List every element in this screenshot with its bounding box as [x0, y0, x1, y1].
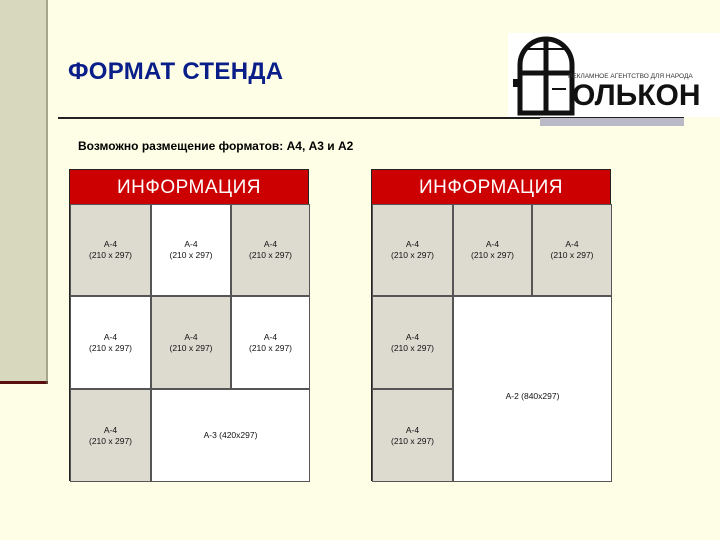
vertical-divider: [46, 0, 48, 384]
slot-size: (210 х 297): [249, 250, 292, 260]
slot-label: А-4: [405, 331, 420, 342]
stand-right: ИНФОРМАЦИЯ А-4 (210 х 297) А-4 (210 х 29…: [371, 169, 612, 482]
page-title: ФОРМАТ СТЕНДА: [68, 58, 284, 85]
slot-label: А-4: [405, 424, 420, 435]
slot-size: (210 х 297): [391, 435, 434, 446]
stand-left: ИНФОРМАЦИЯ А-4 (210 х 297) А-4 (210 х 29…: [69, 169, 310, 482]
a4-slot: А-4 (210 х 297): [70, 389, 151, 482]
slot-label: А-4: [184, 331, 198, 342]
a2-slot: А-2 (840х297): [453, 296, 612, 482]
slot-size: (210 х 297): [169, 250, 213, 260]
a4-slot: А-4 (210 х 297): [532, 204, 612, 296]
slot-size: (210 х 297): [89, 342, 132, 353]
a4-slot: А-4 (210 х 297): [372, 296, 453, 389]
svg-text:РЕКЛАМНОЕ АГЕНТСТВО ДЛЯ НАРОДА: РЕКЛАМНОЕ АГЕНТСТВО ДЛЯ НАРОДА: [568, 73, 693, 80]
slot-size: (210 х 297): [249, 342, 292, 353]
logo: РЕКЛАМНОЕ АГЕНТСТВО ДЛЯ НАРОДА ОЛЬКОН: [508, 33, 720, 117]
slot-label: А-4: [485, 239, 500, 249]
a4-slot: А-4 (210 х 297): [151, 204, 231, 296]
svg-text:ОЛЬКОН: ОЛЬКОН: [572, 79, 701, 112]
slot-label: А-2 (840х297): [505, 391, 560, 401]
slot-label: А-4: [565, 239, 579, 249]
olkon-logo-icon: РЕКЛАМНОЕ АГЕНТСТВО ДЛЯ НАРОДА ОЛЬКОН: [513, 36, 701, 116]
slot-size: (210 х 297): [391, 250, 434, 260]
slot-size: (210 х 297): [471, 250, 514, 260]
slot-size: (210 х 297): [89, 435, 132, 446]
slot-label: А-4: [263, 239, 278, 249]
a4-slot: А-4 (210 х 297): [372, 389, 453, 482]
slot-size: (210 х 297): [391, 342, 434, 353]
a4-slot: А-4 (210 х 297): [453, 204, 532, 296]
sidebar-accent-line: [0, 381, 48, 384]
slot-label: А-3 (420х297): [203, 430, 258, 440]
slot-label: А-4: [103, 331, 118, 342]
stand-left-header: ИНФОРМАЦИЯ: [70, 170, 308, 204]
a4-slot: А-4 (210 х 297): [70, 296, 151, 389]
a3-slot: А-3 (420х297): [151, 389, 310, 482]
a4-slot: А-4 (210 х 297): [372, 204, 453, 296]
slot-label: А-4: [103, 424, 118, 435]
header-rule-accent: [540, 118, 684, 126]
a4-slot: А-4 (210 х 297): [231, 204, 310, 296]
sidebar-decoration: [0, 0, 46, 382]
formats-note: Возможно размещение форматов: А4, А3 и А…: [78, 139, 354, 153]
stand-right-header: ИНФОРМАЦИЯ: [372, 170, 610, 204]
slot-size: (210 х 297): [89, 250, 132, 260]
slot-label: А-4: [103, 239, 118, 249]
header-rule: [58, 117, 684, 119]
slot-size: (210 х 297): [550, 250, 594, 260]
a4-slot: А-4 (210 х 297): [151, 296, 231, 389]
slot-label: А-4: [263, 331, 278, 342]
a4-slot: А-4 (210 х 297): [231, 296, 310, 389]
a4-slot: А-4 (210 х 297): [70, 204, 151, 296]
slot-size: (210 х 297): [169, 342, 213, 353]
slot-label: А-4: [184, 239, 198, 249]
slot-label: А-4: [405, 239, 420, 249]
